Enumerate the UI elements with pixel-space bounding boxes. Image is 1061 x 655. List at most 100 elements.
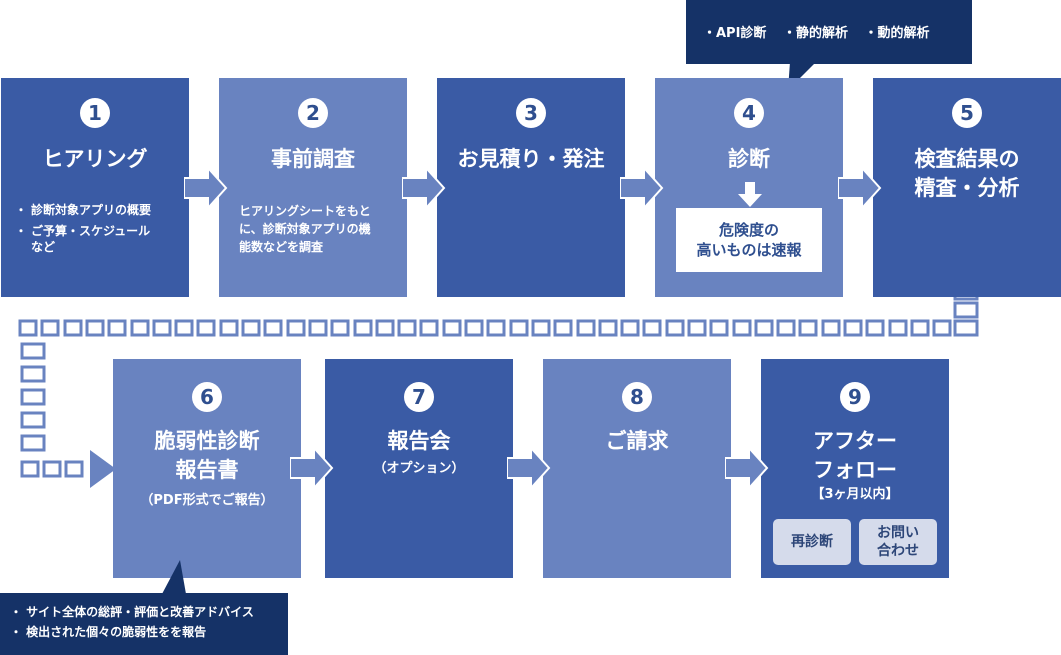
connector-dot	[20, 460, 40, 478]
callout-item: ・動的解析	[864, 26, 930, 41]
connector-dot	[642, 319, 662, 337]
connector-dot	[821, 319, 841, 337]
callout-diagnosis-types: ・API診断 ・静的解析 ・動的解析	[686, 0, 972, 64]
rediagnosis-chip: 再診断	[773, 519, 851, 565]
connector-dot	[152, 319, 172, 337]
connector-dot	[464, 319, 484, 337]
flow-arrow-icon	[507, 446, 551, 490]
connector-dot	[442, 319, 462, 337]
connector-dot	[330, 319, 350, 337]
connector-dot	[598, 319, 618, 337]
step-2-box: 2 事前調査 ヒアリングシートをもと に、診断対象アプリの機 能数などを調査	[219, 78, 407, 297]
step-title: アフター フォロー	[813, 429, 897, 482]
connector-dot	[953, 301, 979, 319]
step-title: 診断	[728, 147, 770, 171]
inquiry-chip: お問い 合わせ	[859, 519, 937, 565]
connector-dot	[531, 319, 551, 337]
step-number-badge: 2	[298, 98, 328, 128]
connector-dot	[620, 319, 640, 337]
connector-dot	[20, 365, 46, 383]
step-bullets: 診断対象アプリの概要 ご予算・スケジュール など	[15, 202, 184, 260]
connector-dot	[375, 319, 395, 337]
callout-item: ・API診断	[703, 26, 767, 41]
connector-dot	[953, 319, 979, 337]
connector-dot	[798, 319, 818, 337]
step-number-badge: 5	[952, 98, 982, 128]
step-title: 検査結果の 精査・分析	[914, 147, 1020, 200]
step-title: 事前調査	[271, 147, 355, 171]
step-4-box: 4 診断 危険度の 高いものは速報	[655, 78, 843, 297]
callout-line: ・ サイト全体の総評・評価と改善アドバイス	[10, 605, 254, 619]
connector-dot	[219, 319, 239, 337]
step-number-badge: 4	[734, 98, 764, 128]
connector-dot	[107, 319, 127, 337]
connector-dot	[174, 319, 194, 337]
connector-dot	[932, 319, 952, 337]
bullet-item: ご予算・スケジュール など	[15, 223, 184, 255]
flow-arrow-icon	[184, 166, 228, 210]
connector-dot	[18, 319, 38, 337]
step-number-badge: 6	[192, 382, 222, 412]
flow-arrow-icon	[725, 446, 769, 490]
step-description: ヒアリングシートをもと に、診断対象アプリの機 能数などを調査	[239, 204, 371, 254]
connector-dot	[486, 319, 506, 337]
connector-dot	[263, 319, 283, 337]
connector-dot	[732, 319, 752, 337]
step-8-box: 8 ご請求	[543, 359, 731, 578]
connector-dot	[888, 319, 908, 337]
callout-pointer	[162, 560, 186, 594]
connector-dot	[397, 319, 417, 337]
connector-dot	[910, 319, 930, 337]
flow-arrow-icon	[620, 166, 664, 210]
connector-dot	[20, 342, 46, 360]
connector-dot	[196, 319, 216, 337]
connector-dot	[20, 411, 46, 429]
step-subtitle: （PDF形式でご報告）	[140, 493, 274, 508]
urgent-report-note: 危険度の 高いものは速報	[676, 208, 822, 272]
step-title: 脆弱性診断 報告書	[154, 429, 260, 482]
connector-dot	[843, 319, 863, 337]
connector-dot	[241, 319, 261, 337]
callout-item: ・静的解析	[782, 26, 848, 41]
step-number-badge: 1	[80, 98, 110, 128]
connector-dot	[85, 319, 105, 337]
callout-report-contents: ・ サイト全体の総評・評価と改善アドバイス ・ 検出された個々の脆弱性をを報告	[0, 593, 288, 655]
down-arrow-icon	[738, 182, 762, 207]
connector-dot	[64, 460, 84, 478]
step-title: お見積り・発注	[457, 147, 605, 171]
connector-dot	[42, 460, 62, 478]
step-subtitle: 【3ヶ月以内】	[811, 487, 899, 502]
connector-dot	[353, 319, 373, 337]
step-title: ヒアリング	[42, 147, 148, 171]
step-number-badge: 9	[840, 382, 870, 412]
connector-dot	[709, 319, 729, 337]
bullet-item: 診断対象アプリの概要	[15, 202, 184, 218]
step-6-box: 6 脆弱性診断 報告書 （PDF形式でご報告）	[113, 359, 301, 578]
connector-dot	[553, 319, 573, 337]
connector-dot	[130, 319, 150, 337]
step-title: ご請求	[605, 429, 669, 453]
connector-dot	[509, 319, 529, 337]
step-9-box: 9 アフター フォロー 【3ヶ月以内】 再診断 お問い 合わせ	[761, 359, 949, 578]
step-subtitle: （オプション）	[373, 461, 465, 476]
connector-dot	[63, 319, 83, 337]
flow-arrow-icon	[838, 166, 882, 210]
connector-dot	[419, 319, 439, 337]
connector-dot	[754, 319, 774, 337]
connector-dot	[286, 319, 306, 337]
callout-line: ・ 検出された個々の脆弱性をを報告	[10, 625, 207, 639]
connector-dot	[20, 388, 46, 406]
connector-dot	[308, 319, 328, 337]
flow-arrow-icon	[402, 166, 446, 210]
connector-dot	[665, 319, 685, 337]
step-number-badge: 7	[404, 382, 434, 412]
step-number-badge: 3	[516, 98, 546, 128]
connector-arrowhead-icon	[90, 450, 116, 488]
connector-dot	[865, 319, 885, 337]
connector-dot	[776, 319, 796, 337]
flow-arrow-icon	[290, 446, 334, 490]
step-title: 報告会	[387, 429, 451, 453]
step-1-box: 1 ヒアリング 診断対象アプリの概要 ご予算・スケジュール など	[1, 78, 189, 297]
connector-dot	[20, 434, 46, 452]
